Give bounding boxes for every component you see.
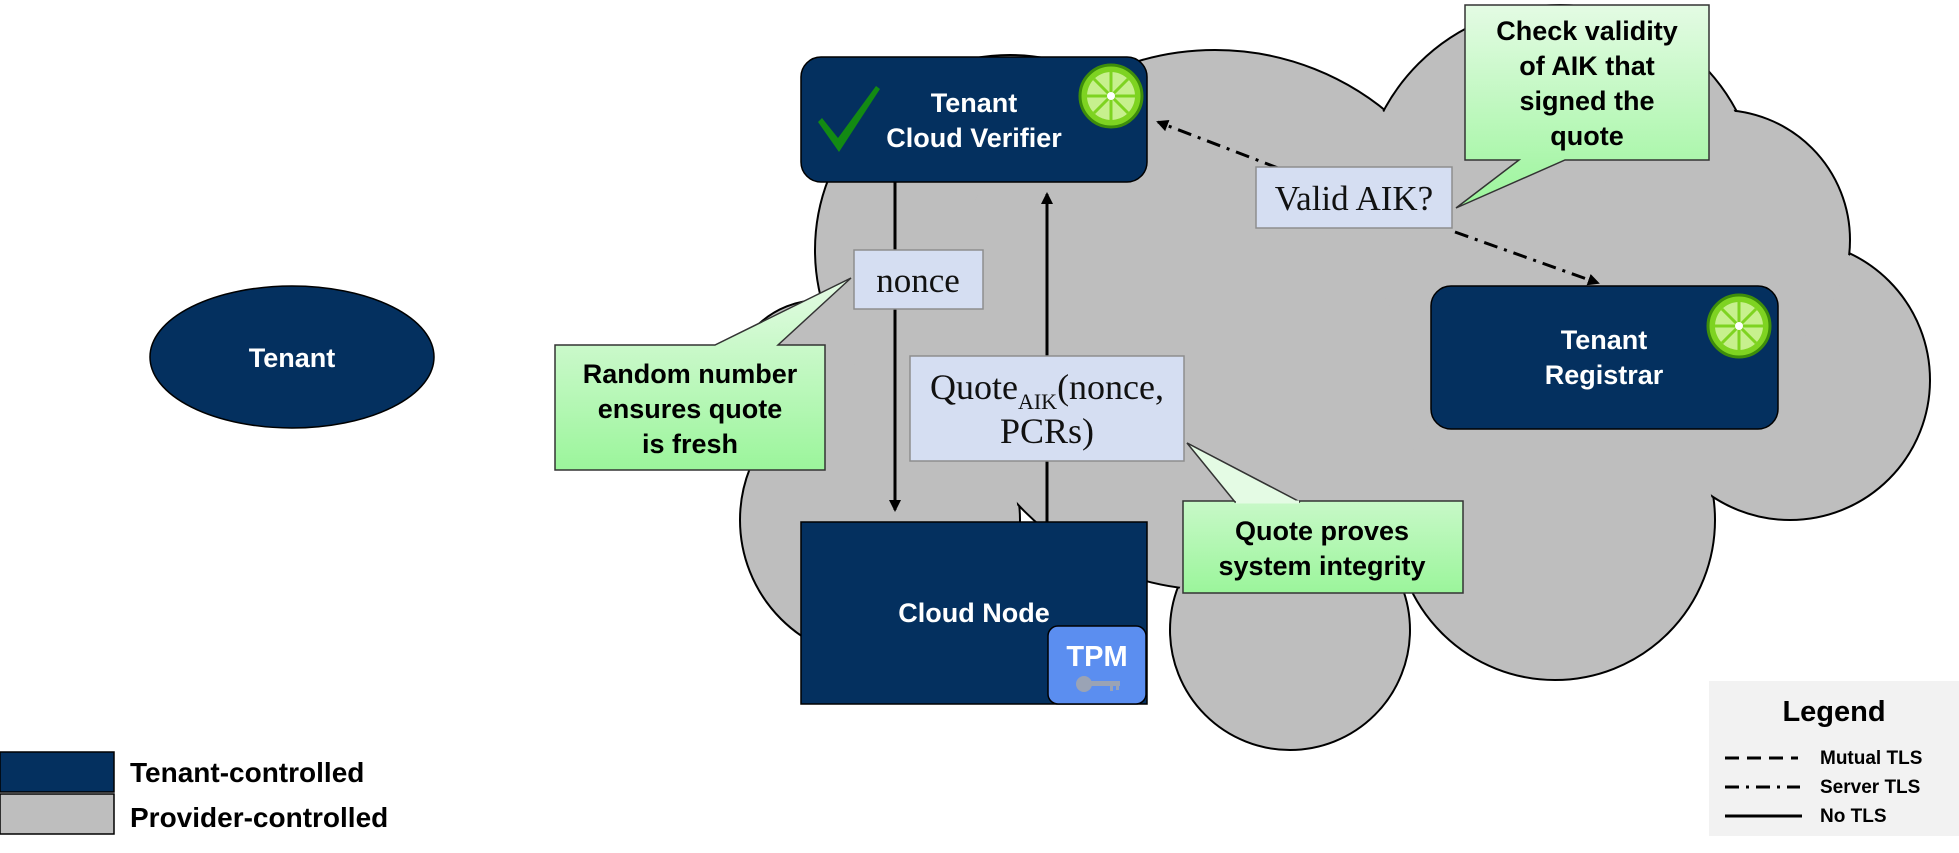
aik-check-arrow-to-registrar [1454,230,1600,286]
check-mark-icon [818,86,880,152]
tpm-chip: TPM [1047,625,1147,705]
tpm-label: TPM [1066,641,1127,673]
tenant-node: Tenant [149,285,435,429]
nonce-label-box: nonce [853,249,984,310]
lime-slice-icon [1706,293,1772,359]
callout-random-number: Random number ensures quote is fresh [554,277,852,471]
callout-aik-line2: of AIK that [1519,51,1654,81]
provider-controlled-label: Provider-controlled [130,802,388,833]
callout-quote-line2: system integrity [1218,551,1425,581]
ownership-key: Tenant-controlled Provider-controlled [0,751,388,835]
registrar-box: Tenant Registrar [1430,285,1779,430]
callout-quote-line1: Quote proves [1235,516,1409,546]
cloud-node-label: Cloud Node [898,598,1049,628]
lime-slice-icon [1078,63,1144,129]
quote-label-box: QuoteAIK(nonce, PCRs) [909,355,1185,462]
legend-mutual-tls: Mutual TLS [1820,748,1922,769]
registrar-label-line2: Registrar [1545,360,1664,390]
aik-check-arrow-to-verifier [1156,119,1279,170]
cloud-verifier-box: Tenant Cloud Verifier [800,56,1148,183]
callout-random-line2: ensures quote [598,394,783,424]
callout-aik-validity: Check validity of AIK that signed the qu… [1455,4,1710,209]
callout-aik-line1: Check validity [1496,16,1678,46]
valid-aik-label-box: Valid AIK? [1255,166,1453,229]
quote-text-line2: PCRs) [1000,411,1094,451]
verifier-label-line1: Tenant [931,88,1018,118]
valid-aik-text: Valid AIK? [1275,179,1433,218]
callout-aik-line3: signed the [1519,86,1654,116]
legend-server-tls: Server TLS [1820,777,1920,798]
tenant-controlled-label: Tenant-controlled [130,757,364,788]
nonce-text: nonce [876,261,960,300]
key-icon [1076,676,1120,692]
tenant-label: Tenant [249,343,336,373]
legend-panel: Legend Mutual TLS Server TLS No TLS [1709,681,1959,836]
callout-random-line3: is fresh [642,429,738,459]
callout-random-line1: Random number [583,359,798,389]
legend-no-tls: No TLS [1820,806,1887,827]
verifier-label-line2: Cloud Verifier [886,123,1062,153]
callout-aik-line4: quote [1550,121,1624,151]
callout-quote-integrity: Quote proves system integrity [1182,442,1464,594]
registrar-label-line1: Tenant [1561,325,1648,355]
provider-controlled-swatch [0,793,115,835]
legend-title: Legend [1782,696,1885,728]
quote-text-line1: QuoteAIK(nonce, [930,367,1164,414]
tenant-controlled-swatch [0,751,115,793]
